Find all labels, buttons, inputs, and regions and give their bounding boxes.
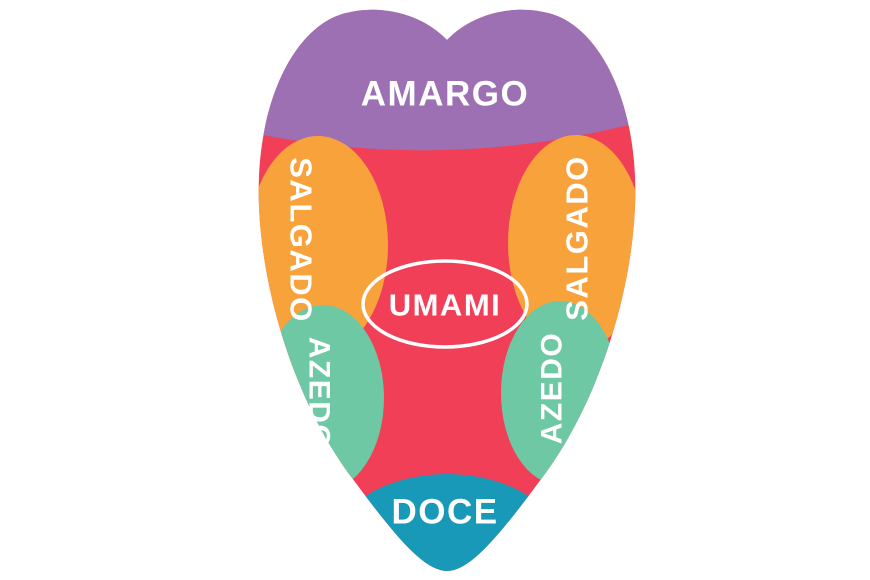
label-sweet: DOCE xyxy=(391,493,498,532)
label-salty-right: SALGADO xyxy=(560,155,595,321)
label-salty-left: SALGADO xyxy=(284,157,319,323)
region-umami-outline xyxy=(361,259,529,349)
label-umami: UMAMI xyxy=(389,288,502,323)
label-sour-left: AZEDO xyxy=(303,337,336,450)
label-sour-right: AZEDO xyxy=(536,332,569,445)
region-salty-right xyxy=(508,135,636,351)
region-sweet xyxy=(332,474,562,572)
region-salty-left xyxy=(258,136,388,354)
label-bitter: AMARGO xyxy=(361,75,529,114)
